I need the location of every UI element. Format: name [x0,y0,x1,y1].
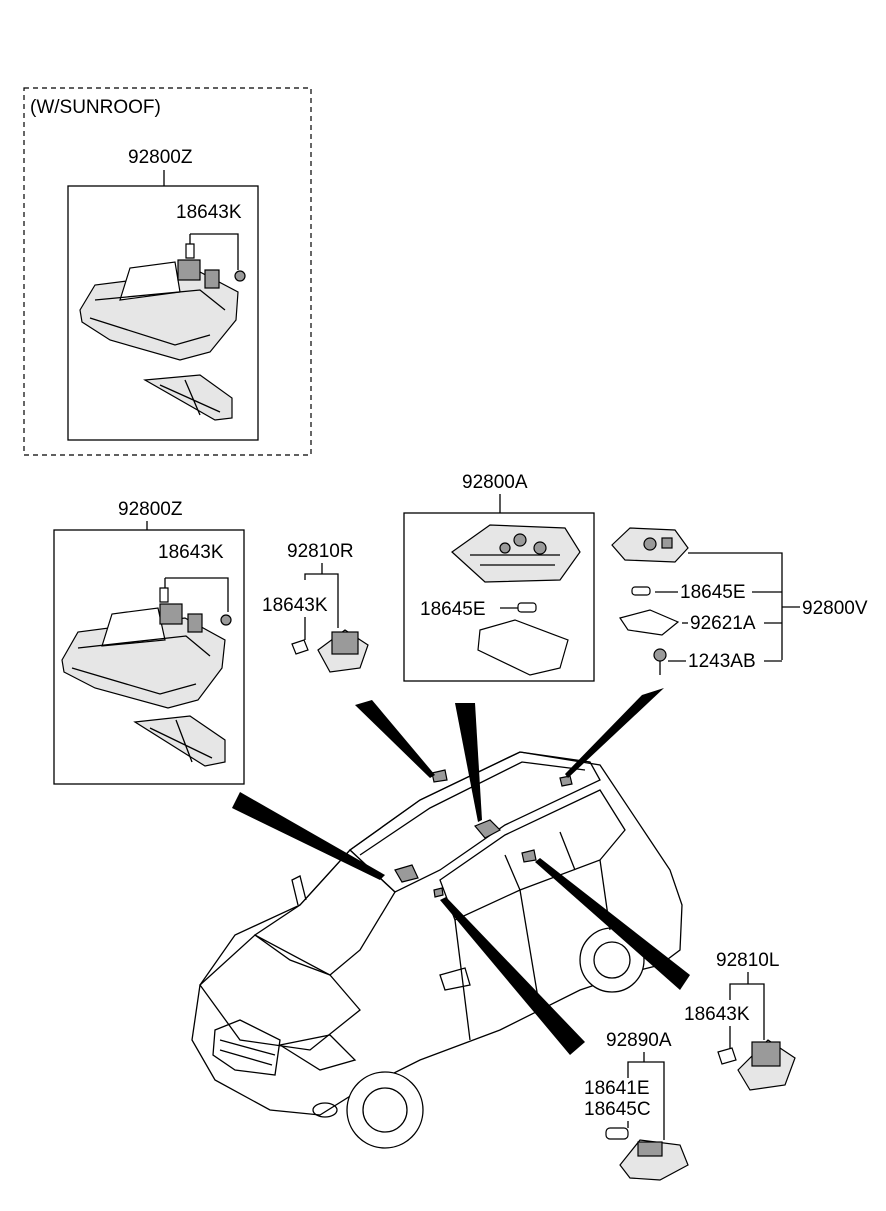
sunroof-dashed-frame [23,87,312,456]
vanity-l-lamp [717,1039,796,1091]
rear-bulb-label: 18645E [680,582,746,603]
vanity-r-bulb-label: 18643K [262,595,328,616]
vanity-r-lamp [291,629,369,673]
cargo-lamp-label: 92890A [606,1030,672,1051]
sunroof-assy-frame [67,185,259,441]
room-lamp-frame [403,512,595,682]
front-console-group: 92800Z 18643K [53,499,245,785]
roof-patch-cargo [433,887,444,898]
vanity-r-group: 92810R 18643K [262,541,369,673]
pointer-wedges [232,688,690,1055]
front-assy-label: 92800Z [118,499,183,520]
room-lamp-bulb [517,602,537,613]
cargo-bulb [605,1127,629,1140]
room-lamp-label: 92800A [462,472,528,493]
sunroof-group: (W/SUNROOF) 92800Z 18643K [23,87,312,456]
rear-lamp-group: 92800V 18645E 92621A 1243AB [611,527,868,675]
vanity-r-label: 92810R [287,541,354,562]
sunroof-lens [143,374,233,421]
rear-lamp-unit [611,527,689,563]
pointer-vanity-r [355,700,435,778]
pointer-front [232,792,385,880]
front-lens [133,715,226,767]
sunroof-console-lamp [79,243,246,361]
roof-patch-front [394,864,419,883]
cargo-lamp-unit [619,1139,689,1181]
rear-lens [619,609,680,636]
front-wheel [346,1071,424,1149]
vanity-l-label: 92810L [716,950,779,971]
pointer-cargo [440,897,585,1055]
pointer-rear [565,688,664,778]
front-console-lamp [61,587,232,709]
roof-patch-vanity-r [431,769,448,783]
rear-screw [653,648,667,675]
cargo-bulb-2-label: 18645C [584,1099,651,1120]
room-lamp-unit [451,524,581,583]
roof-patch-room [474,819,501,839]
rear-bulb [631,586,651,596]
front-bulb-label: 18643K [158,542,224,563]
sunroof-bulb-label: 18643K [176,202,242,223]
room-lamp-lens [477,619,569,676]
cargo-bulb-1-label: 18641E [584,1078,650,1099]
rear-assy-label: 92800V [802,598,868,619]
pointer-room [455,703,482,822]
vehicle-illustration [191,751,683,1149]
front-assy-frame [53,529,245,785]
room-lamp-group: 92800A 18645E [403,472,595,682]
cargo-lamp-group: 92890A 18641E 18645C [584,1030,689,1181]
roof-patch-vanity-l [521,849,537,863]
room-lamp-bulb-label: 18645E [420,599,486,620]
pointer-vanity-l [535,858,690,990]
rear-screw-label: 1243AB [688,651,756,672]
vanity-l-group: 92810L 18643K [684,950,796,1091]
roof-patch-rear [559,775,573,787]
vanity-l-bulb-label: 18643K [684,1004,750,1025]
sunroof-note-label: (W/SUNROOF) [30,97,161,118]
sunroof-assy-label: 92800Z [128,147,193,168]
rear-lens-label: 92621A [690,613,756,634]
